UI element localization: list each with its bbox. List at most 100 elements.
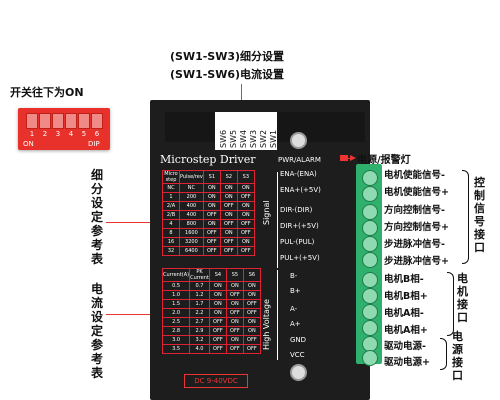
dip-num: 5	[81, 130, 87, 138]
current-cell: ON	[208, 281, 227, 291]
motor-brace	[447, 272, 454, 336]
current-cell: ON	[242, 281, 261, 291]
current-cell: 1.7	[189, 299, 210, 309]
terminal-screw	[362, 220, 378, 236]
current-cell: 2.5	[161, 317, 191, 327]
microstep-cell: ON	[236, 237, 255, 247]
current-cell: 2.0	[161, 308, 191, 318]
terminal-screw	[362, 204, 378, 220]
mounting-screw-top	[290, 132, 307, 149]
current-cell: OFF	[225, 344, 244, 354]
current-cell: ON	[225, 299, 244, 309]
microstep-cell: OFF	[219, 219, 238, 229]
signal-divider	[277, 172, 278, 268]
current-cell: OFF	[208, 344, 227, 354]
dip-num: 3	[55, 130, 61, 138]
power-pin: A-	[290, 305, 298, 313]
microstep-cell: ON	[236, 183, 255, 193]
switch-label: SW2	[259, 129, 268, 148]
power-divider	[277, 270, 278, 360]
dip-switch-1	[26, 113, 38, 129]
dip-switch-6	[91, 113, 103, 129]
microstep-cell: OFF	[236, 192, 255, 202]
current-cell: OFF	[242, 335, 261, 345]
pin-label: 电机B相-	[384, 274, 424, 285]
terminal-screw	[362, 272, 378, 288]
signal-pin: ENA+(+5V)	[280, 186, 321, 194]
sw-pointer-line	[241, 84, 242, 112]
pin-label: 方向控制信号-	[384, 205, 445, 216]
current-cell: 1.5	[161, 299, 191, 309]
current-cell: 3.5	[161, 344, 191, 354]
switch-label: SW4	[239, 129, 248, 148]
current-cell: OFF	[242, 308, 261, 318]
microstep-cell: OFF	[236, 246, 255, 256]
microstep-cell: ON	[236, 201, 255, 211]
dip-num: 6	[94, 130, 100, 138]
power-pin: VCC	[290, 351, 305, 359]
microstep-cell: OFF	[236, 228, 255, 238]
current-cell: ON	[242, 326, 261, 336]
microstep-cell: NC	[162, 183, 180, 193]
switch-label: SW5	[229, 129, 238, 148]
microstep-cell: OFF	[202, 237, 221, 247]
current-cell: 1.0	[161, 290, 191, 300]
motor-group-label: 电机接口	[457, 272, 468, 324]
microstep-cell: 8	[162, 228, 180, 238]
dip-switch-5	[78, 113, 90, 129]
current-cell: OFF	[208, 317, 227, 327]
current-cell: OFF	[242, 344, 261, 354]
signal-pin: ENA-(ENA)	[280, 170, 317, 178]
terminal-screw	[362, 288, 378, 304]
current-header-cell: PK Current	[189, 268, 210, 282]
current-cell: 2.9	[189, 326, 210, 336]
sw-current-setting-label: (SW1-SW6)电流设置	[170, 68, 285, 81]
power-pin: B-	[290, 272, 298, 280]
microstep-cell: ON	[236, 210, 255, 220]
terminal-screw	[362, 320, 378, 336]
dip-on-label: ON	[23, 140, 34, 148]
driver-title: Microstep Driver	[160, 153, 256, 166]
current-cell: ON	[208, 299, 227, 309]
pin-label: 步进脉冲信号+	[384, 256, 449, 267]
current-cell: 0.5	[161, 281, 191, 291]
microstep-header-cell: Micro step	[162, 170, 180, 184]
mounting-screw-bottom	[290, 364, 307, 381]
current-cell: 1.2	[189, 290, 210, 300]
current-cell: ON	[225, 281, 244, 291]
current-header-cell: S6	[242, 268, 261, 282]
microstep-cell: OFF	[236, 219, 255, 229]
current-arrow	[106, 311, 156, 317]
power-pin: B+	[290, 287, 301, 295]
terminal-screw	[362, 236, 378, 252]
microstep-cell: 32	[162, 246, 180, 256]
pin-label: 电机B相+	[384, 291, 428, 302]
microstep-cell: OFF	[219, 201, 238, 211]
terminal-screw	[362, 170, 378, 186]
current-cell: ON	[208, 290, 227, 300]
current-cell: 0.7	[189, 281, 210, 291]
switch-label: SW3	[249, 129, 258, 148]
terminal-screw	[362, 186, 378, 202]
signal-label: Signal	[262, 200, 271, 225]
pin-label: 驱动电源+	[384, 357, 430, 368]
dip-num: 4	[68, 130, 74, 138]
led-arrow	[348, 155, 356, 161]
sw-microstep-setting-label: (SW1-SW3)细分设置	[170, 50, 285, 63]
power-alarm-led-label: 电源/报警灯	[357, 155, 411, 166]
control-group-label: 控制信号接口	[474, 176, 485, 254]
microstep-cell: ON	[219, 192, 238, 202]
power-group-label: 电源接口	[452, 330, 463, 382]
current-header-cell: S5	[225, 268, 244, 282]
microstep-cell: OFF	[202, 246, 221, 256]
power-brace	[440, 338, 447, 370]
dip-switch-2	[39, 113, 51, 129]
pin-label: 方向控制信号+	[384, 222, 449, 233]
